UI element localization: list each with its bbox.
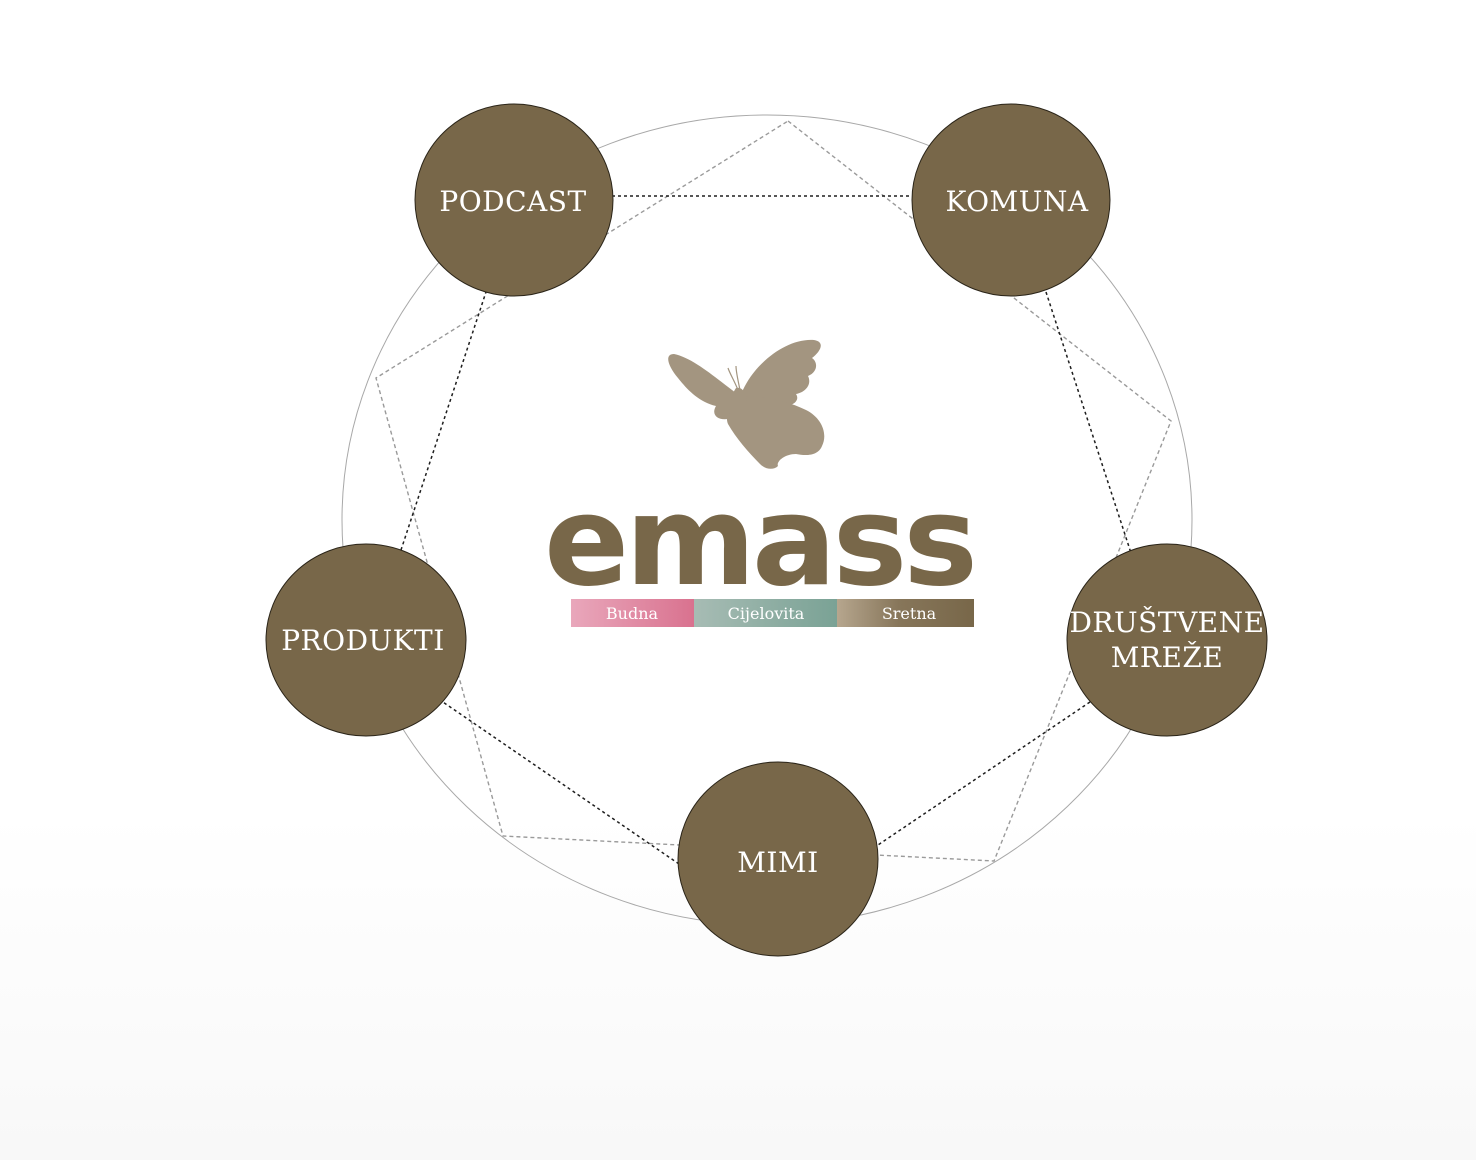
node-circle[interactable] bbox=[414, 103, 614, 297]
node-circle[interactable] bbox=[911, 103, 1111, 297]
emass-wordmark: emass bbox=[544, 470, 974, 614]
connector-mimi-produkti bbox=[439, 699, 680, 865]
node-label: KOMUNA bbox=[945, 185, 1088, 218]
node-label: MIMI bbox=[737, 846, 818, 879]
node-produkti[interactable]: PRODUKTI bbox=[265, 543, 467, 737]
connector-lines bbox=[400, 195, 1132, 865]
node-label-line-2: MREŽE bbox=[1111, 641, 1224, 674]
tag-label-sretna: Sretna bbox=[882, 604, 937, 623]
node-circle[interactable] bbox=[677, 761, 879, 957]
tag-segment-cijelovita bbox=[694, 599, 837, 627]
node-mimi[interactable]: MIMI bbox=[677, 761, 879, 957]
node-label: PODCAST bbox=[439, 185, 586, 218]
node-label: PRODUKTI bbox=[281, 624, 445, 657]
node-label-line-1: DRUŠTVENE bbox=[1069, 605, 1264, 639]
butterfly-icon bbox=[668, 339, 825, 469]
tag-label-cijelovita: Cijelovita bbox=[728, 604, 805, 623]
butterfly-antenna bbox=[727, 367, 739, 391]
connector-drustvene-mimi bbox=[877, 701, 1091, 846]
connector-produkti-podcast bbox=[400, 291, 487, 551]
tag-label-budna: Budna bbox=[606, 604, 659, 623]
tagline-bar: Budna Cijelovita Sretna bbox=[571, 599, 974, 627]
connector-komuna-drustvene bbox=[1045, 291, 1132, 554]
node-circle[interactable] bbox=[265, 543, 467, 737]
node-komuna[interactable]: KOMUNA bbox=[911, 103, 1111, 297]
node-circle[interactable] bbox=[1066, 543, 1268, 737]
tag-segment-budna bbox=[571, 599, 694, 627]
butterfly-antenna bbox=[735, 365, 741, 391]
emass-logo: emass Budna Cijelovita Sretna bbox=[544, 339, 978, 627]
node-podcast[interactable]: PODCAST bbox=[414, 103, 614, 297]
node-drustvene-mreze[interactable]: DRUŠTVENE MREŽE bbox=[1066, 543, 1268, 737]
tag-segment-sretna bbox=[837, 599, 974, 627]
